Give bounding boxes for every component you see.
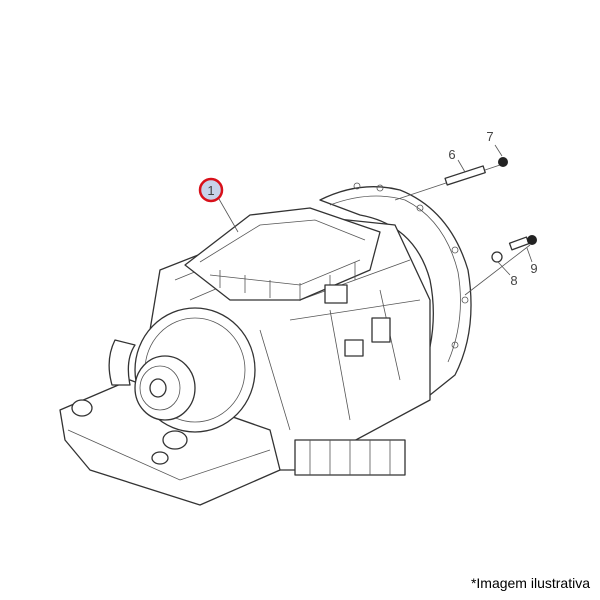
callout-6-label[interactable]: 6	[448, 147, 455, 162]
callout-1[interactable]: 1	[198, 177, 224, 203]
output-flange	[108, 307, 256, 433]
bell-housing	[319, 182, 472, 396]
callout-8-label[interactable]: 8	[510, 273, 517, 288]
callout-9-label[interactable]: 9	[530, 261, 537, 276]
fasteners	[394, 157, 537, 296]
illustrative-image-caption: *Imagem ilustrativa	[470, 575, 590, 591]
callout-1-highlight-ring	[198, 177, 224, 203]
mounting-base	[59, 379, 406, 506]
callout-1-label: 1	[207, 183, 214, 198]
callout-7-label[interactable]: 7	[486, 129, 493, 144]
leader-lines	[218, 144, 533, 276]
